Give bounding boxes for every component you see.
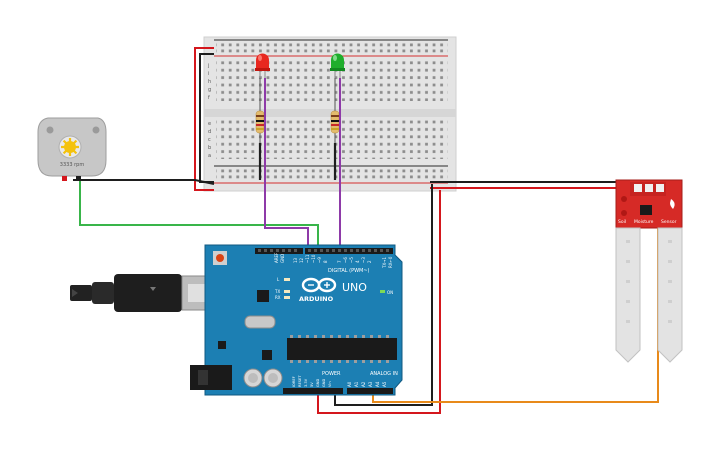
pin-a0-label: A0	[347, 381, 352, 387]
row-letter-i: i	[208, 71, 209, 77]
row-letter-d: d	[208, 129, 211, 135]
digital-header-label: DIGITAL (PWM~)	[328, 268, 370, 274]
rx-led-label: RX	[275, 295, 281, 300]
arduino-model: UNO	[342, 281, 367, 294]
l-led-label: L	[277, 277, 280, 282]
row-letter-j: j	[207, 63, 209, 69]
pin-2-label: 2	[367, 260, 372, 263]
led-red[interactable]	[255, 53, 270, 79]
pin-5-label: ~5	[349, 257, 354, 263]
pin-6-label: ~6	[343, 257, 348, 263]
row-letter-h: h	[208, 79, 211, 85]
arduino-logo-icon	[301, 277, 337, 293]
wire-orange[interactable]	[372, 207, 659, 403]
pin-3v3-label: 3.3V	[304, 378, 308, 387]
led-green[interactable]	[330, 53, 345, 79]
pin-gnd2-label: GND	[322, 379, 326, 387]
wire-red[interactable]	[194, 47, 214, 191]
pin-a2-label: A2	[361, 381, 366, 387]
pin-4-label: 4	[355, 260, 360, 263]
pin-7-label: 7	[337, 260, 342, 263]
pin-10-label: ~10	[311, 254, 316, 263]
arduino-brand: ARDUINO	[299, 295, 334, 303]
pin-a5-label: A5	[382, 381, 387, 387]
gear-icon	[61, 138, 79, 156]
pin-a1-label: A1	[354, 381, 359, 387]
arduino-uno[interactable]: AREF GND 13 12 ~11 ~10 ~9 8 7 ~6 ~5 4 ~3…	[190, 244, 403, 396]
pin-8-label: 8	[323, 260, 328, 263]
pin-ioref-label: IOREF	[292, 376, 296, 387]
soil-moisture-sensor[interactable]: Soil Moisture Sensor	[615, 179, 683, 363]
analog-in-label: ANALOG IN	[370, 371, 398, 377]
wire-purple[interactable]	[264, 78, 309, 250]
pin-0-label: RX←0	[388, 256, 393, 268]
sparkfun-flame-icon	[670, 199, 675, 209]
pin-a4-label: A4	[375, 381, 380, 387]
pin-12-label: 12	[299, 257, 304, 263]
row-letter-a: a	[208, 153, 211, 159]
pin-vin-label: Vin	[328, 381, 332, 387]
aref-label: AREF	[274, 252, 279, 263]
pin-a3-label: A3	[368, 381, 373, 387]
pin-gnd1-label: GND	[316, 379, 320, 387]
on-led-label: ON	[387, 290, 393, 295]
dc-motor[interactable]: 3333 rpm	[37, 117, 107, 181]
motor-rpm-label: 3333 rpm	[60, 162, 85, 168]
wire-green[interactable]	[79, 180, 319, 250]
breadboard: j i h g f e d c b a	[203, 36, 457, 192]
pin-5v-label: 5V	[310, 382, 314, 387]
wire-red[interactable]	[317, 190, 441, 414]
tx-led-label: TX	[274, 289, 280, 294]
pin-9-label: ~9	[317, 257, 322, 263]
wire-black[interactable]	[334, 184, 433, 406]
pin-3-label: ~3	[361, 257, 366, 263]
pin-13-label: 13	[293, 257, 298, 263]
row-letter-c: c	[208, 137, 211, 143]
sensor-label-sensor: Sensor	[661, 219, 677, 225]
row-letter-b: b	[208, 145, 211, 151]
power-label: POWER	[322, 371, 341, 377]
wire-black[interactable]	[73, 179, 215, 185]
row-letter-f: f	[208, 95, 210, 101]
sensor-label-moisture: Moisture	[634, 219, 654, 225]
gnd-label: GND	[280, 254, 285, 263]
sensor-label-soil: Soil	[618, 219, 626, 225]
pin-reset-label: RESET	[298, 375, 302, 387]
row-letter-e: e	[208, 121, 211, 127]
pin-11-label: ~11	[305, 254, 310, 263]
row-letter-g: g	[208, 87, 211, 93]
pin-1-label: TX→1	[382, 256, 387, 269]
